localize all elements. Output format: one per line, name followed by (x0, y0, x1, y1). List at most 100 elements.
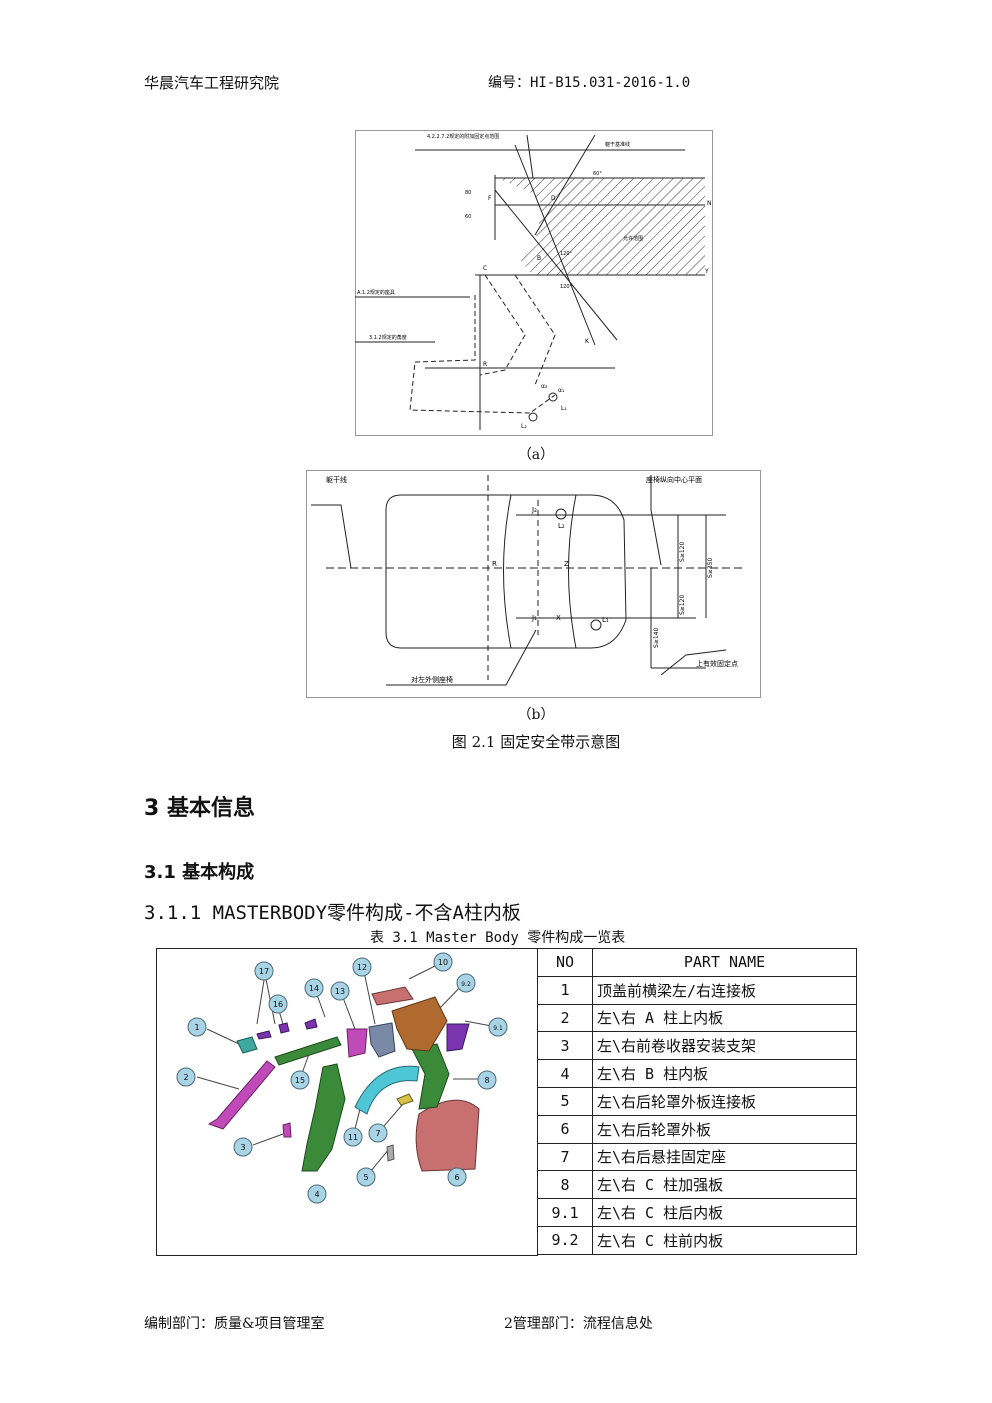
column-header-part-name: PART NAME (592, 948, 857, 977)
part-number-cell: 5 (537, 1086, 593, 1116)
callout-3-label: 3 (240, 1143, 245, 1152)
part-name-cell: 左\右后轮罩外板 (592, 1114, 857, 1144)
callout-6-label: 6 (454, 1173, 459, 1182)
part-name-cell: 左\右 B 柱内板 (592, 1059, 857, 1088)
callout-7-label: 7 (375, 1129, 380, 1138)
callout-13-label: 13 (335, 987, 345, 996)
part-15 (274, 1036, 342, 1066)
part-9-1 (446, 1023, 470, 1052)
callout-12 (352, 957, 372, 977)
caption-b: （b） (517, 707, 555, 723)
part-17 (256, 1030, 272, 1040)
part-9-2 (391, 996, 448, 1052)
callout-14 (304, 978, 324, 998)
callout-9-2-label: 9.2 (461, 981, 471, 988)
label-angle-60: 60° (593, 171, 602, 177)
part-number-cell: 3 (537, 1031, 593, 1061)
hatched-zone-upper (497, 178, 705, 205)
part-11 (354, 1065, 420, 1115)
label-a12: A.1.2规定的座具 (357, 289, 395, 296)
point-l1b: L₁ (602, 616, 609, 624)
callout-11 (343, 1127, 363, 1147)
callout-10-label: 10 (438, 958, 448, 967)
point-l2b: L₂ (558, 522, 565, 530)
part-1 (236, 1036, 258, 1054)
label-torso-line: 躯干基准线 (605, 141, 630, 148)
callout-5-label: 5 (363, 1173, 368, 1182)
part-name-cell: 左\右 C 柱后内板 (592, 1198, 857, 1227)
part-16 (278, 1022, 290, 1034)
part-8 (411, 1043, 450, 1110)
callout-11-label: 11 (348, 1133, 358, 1142)
angle-a2: α₂ (541, 383, 548, 390)
callout-9-1-label: 9.1 (493, 1025, 503, 1032)
label-anchor-range: 4.2.2.7.2规定的附加固定点范围 (427, 133, 499, 140)
point-r: R (483, 361, 487, 368)
part-name-cell: 顶盖前横梁左/右连接板 (592, 975, 857, 1005)
hatched-zone-lower (520, 205, 705, 275)
callout-9-2 (456, 973, 476, 993)
callout-16 (268, 994, 288, 1014)
callout-5 (356, 1167, 376, 1187)
part-number-cell: 9.1 (537, 1198, 593, 1227)
point-b: B (537, 255, 541, 262)
table-header-row: NO PART NAME (537, 948, 857, 977)
part-14 (304, 1018, 318, 1030)
part-6 (415, 1099, 480, 1172)
part-number-cell: 1 (537, 975, 593, 1005)
section-heading-3-1-1: 3.1.1 MASTERBODY零件构成-不含A柱内板 (144, 902, 521, 924)
part-4 (301, 1063, 346, 1172)
callout-2-label: 2 (183, 1073, 188, 1082)
label-angle-120a: 120° (560, 251, 573, 257)
point-y: Y (704, 268, 709, 275)
part-number-cell: 2 (537, 1003, 593, 1033)
label-angle-120b: 120° (560, 284, 573, 290)
header-doc-number: 编号：HI-B15.031-2016-1.0 (488, 75, 691, 91)
point-x: X (556, 614, 561, 622)
part-name-cell: 左\右后悬挂固定座 (592, 1142, 857, 1172)
callout-10 (433, 952, 453, 972)
caption-a: （a） (517, 447, 555, 463)
point-j2: J₂ (531, 506, 537, 514)
point-f: F (488, 195, 492, 202)
callout-6 (447, 1167, 467, 1187)
dim-80: 80 (465, 190, 471, 196)
column-header-no: NO (537, 948, 593, 977)
callout-1 (187, 1017, 207, 1037)
part-name-cell: 左\右前卷收器安装支架 (592, 1031, 857, 1061)
exploded-view-cell: 1 2 3 4 5 6 7 8 9.1 9.2 10 11 12 13 14 1… (156, 948, 538, 1256)
point-d: D (551, 195, 556, 202)
point-z: Z (564, 560, 569, 568)
callout-8 (477, 1070, 497, 1090)
part-13 (346, 1028, 368, 1058)
dim-s120b: S≥120 (679, 595, 686, 615)
callout-14-label: 14 (309, 984, 319, 993)
point-c: C (483, 265, 487, 272)
part-3 (282, 1122, 292, 1138)
callout-15 (290, 1070, 310, 1090)
angle-a1: α₁ (558, 387, 565, 394)
part-name-cell: 左\右 C 柱前内板 (592, 1225, 857, 1255)
callout-7 (368, 1123, 388, 1143)
footer-managing-dept: 2管理部门：流程信息处 (504, 1316, 653, 1332)
part-2 (207, 1060, 276, 1130)
label-upper-anchor: 上有效固定点 (696, 659, 738, 668)
figure-a-diagram: 4.2.2.7.2规定的附加固定点范围 躯干基准线 60° 允许范围 120° … (355, 130, 713, 436)
callout-3 (233, 1137, 253, 1157)
footer-editing-dept: 编制部门：质量&项目管理室 (144, 1316, 325, 1332)
figure-caption: 图 2.1 固定安全带示意图 (451, 733, 621, 751)
point-k: K (585, 338, 590, 345)
part-number-cell: 9.2 (537, 1225, 593, 1255)
part-name-cell: 左\右 A 柱上内板 (592, 1003, 857, 1033)
callout-4 (307, 1184, 327, 1204)
callout-17-label: 17 (259, 967, 269, 976)
point-l1: L₁ (561, 405, 567, 412)
callout-2 (176, 1067, 196, 1087)
